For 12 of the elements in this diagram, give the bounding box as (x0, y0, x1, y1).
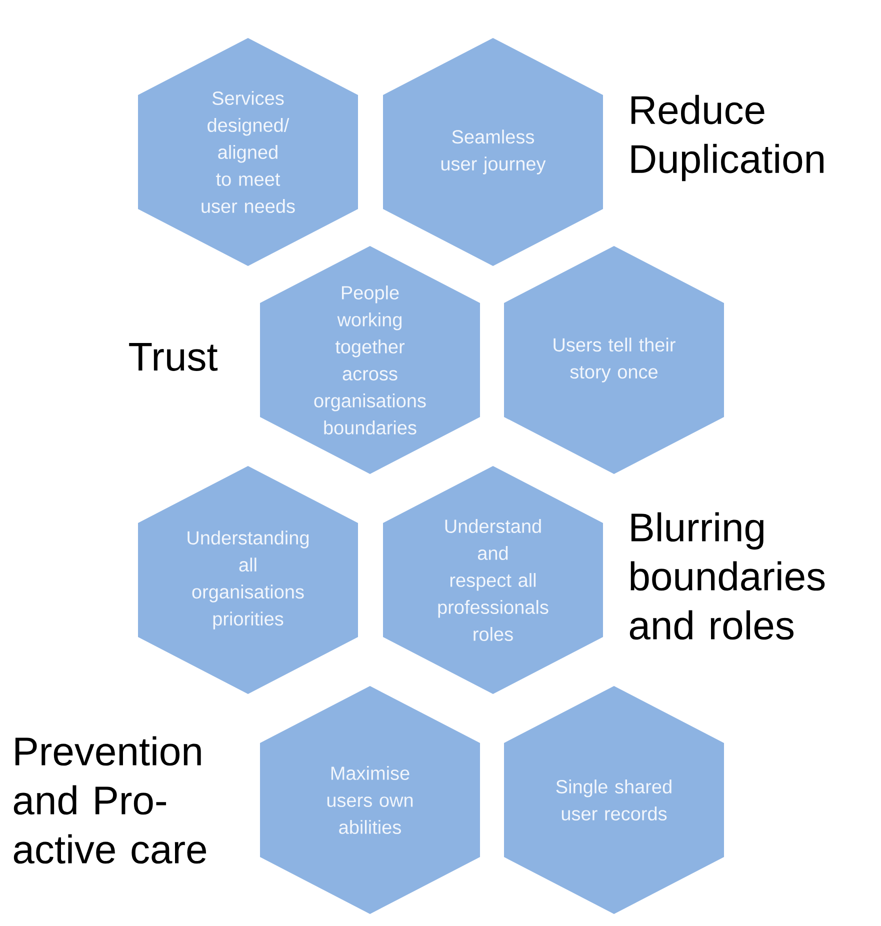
hexagon: People working together across organisations boundaries (260, 246, 480, 474)
hexagon: Understand and respect all professionals roles (383, 466, 603, 694)
hexagon: Understanding all organisations priorities (138, 466, 358, 694)
hexagon: Maximise users own abilities (260, 686, 480, 914)
hexagon: Services designed/ aligned to meet user needs (138, 38, 358, 266)
hexagon: Seamless user journey (383, 38, 603, 266)
hexagon: Single shared user records (504, 686, 724, 914)
heading-label: Blurring boundaries and roles (630, 512, 825, 640)
hexagon: Users tell their story once (504, 246, 724, 474)
heading-label: Trust (129, 343, 218, 371)
heading-label: Prevention and Pro-active care (14, 736, 206, 864)
heading-label: Reduce Duplication (631, 94, 824, 182)
